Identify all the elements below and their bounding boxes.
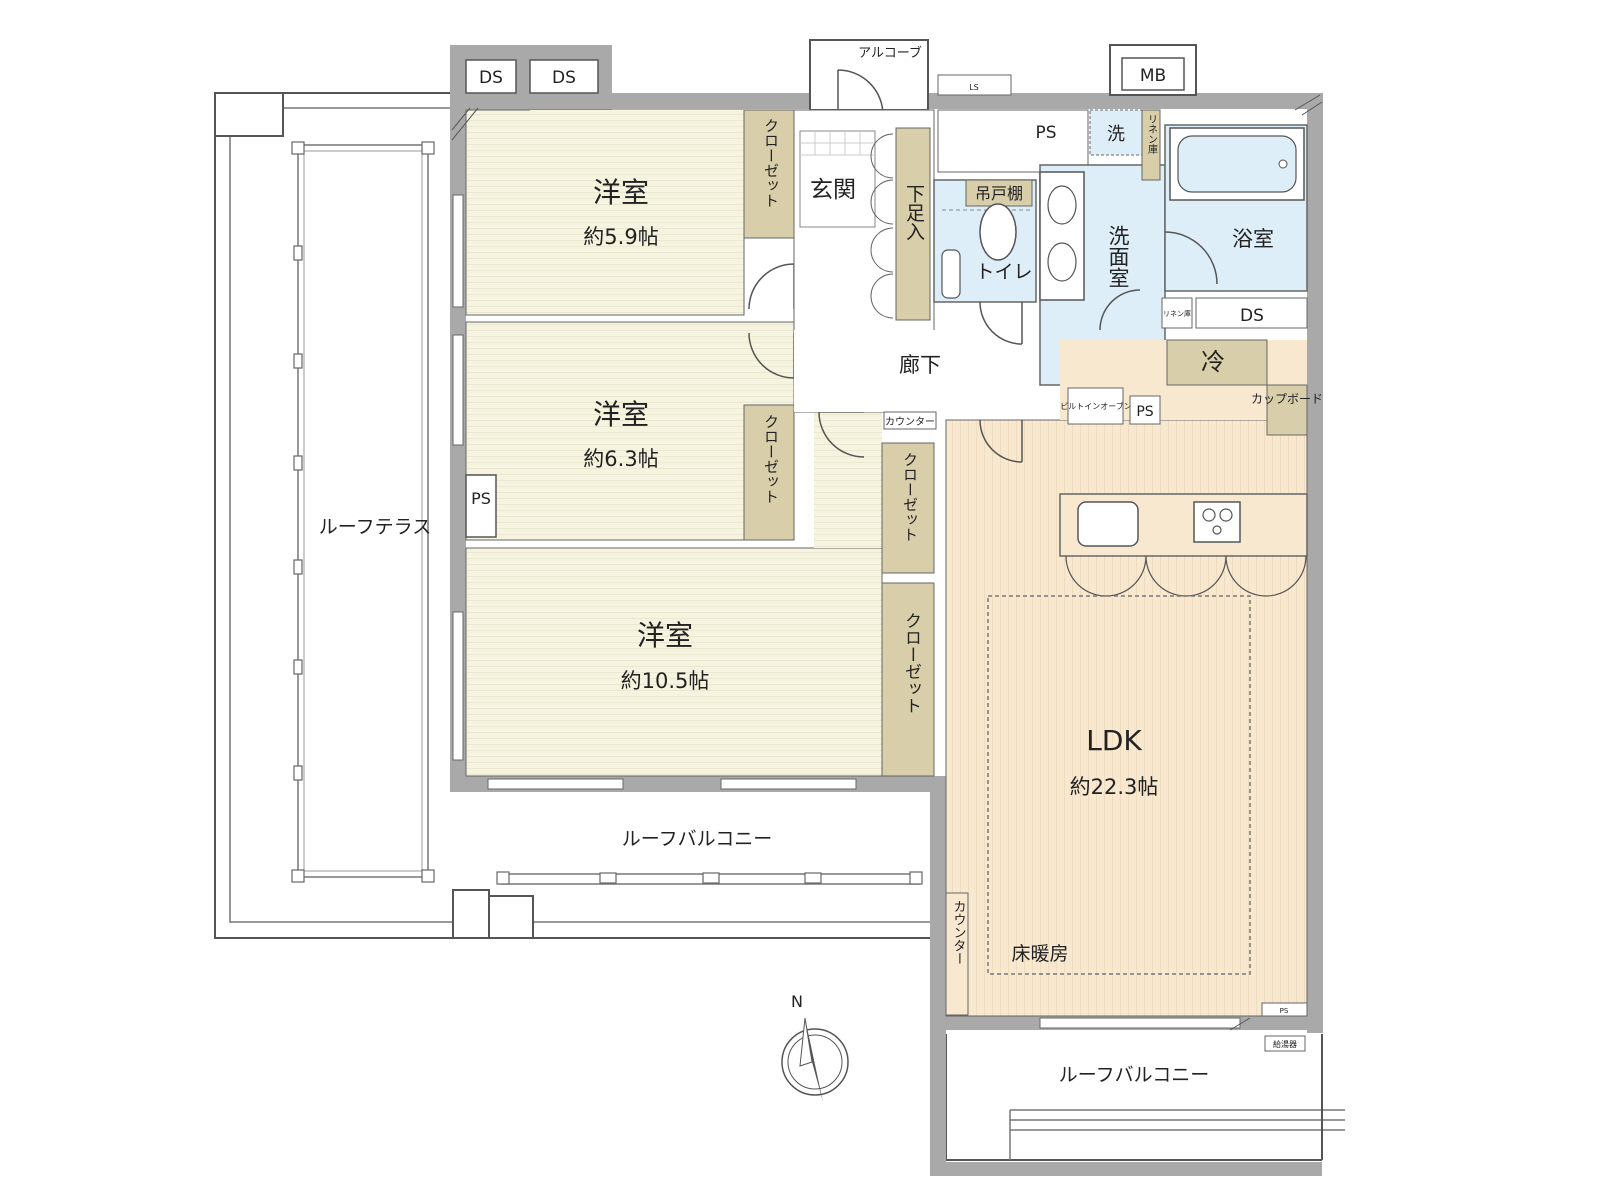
mb-label: MB [1140, 66, 1166, 86]
roof-balcony-bottom-label: ルーフバルコニー [1059, 1064, 1209, 1086]
ls-label: LS [969, 83, 979, 92]
bedroom-3: クローゼット クローゼット 洋室 約10.5帖 [465, 410, 935, 777]
toilet-label: トイレ [975, 261, 1032, 283]
alcove-label: アルコーブ [858, 45, 922, 61]
cupboard-label: カップボード [1251, 392, 1323, 406]
bathroom: 浴室 [1164, 124, 1308, 292]
bedroom-1-size: 約5.9帖 [583, 225, 658, 249]
ps-label-5: PS [1280, 1007, 1289, 1015]
ds-box-2 [529, 59, 599, 94]
ds-label-1: DS [479, 68, 503, 88]
windows-left [452, 194, 1241, 1029]
entrance-hall: 玄関 下足入 廊下 カウンター [793, 109, 1054, 430]
ps-label-2: PS [471, 489, 491, 508]
bedroom-1-name: 洋室 [593, 176, 649, 209]
bathroom-label: 浴室 [1232, 227, 1274, 251]
closet-label-2: クローゼット [762, 414, 780, 504]
hallway-label: 廊下 [899, 353, 941, 377]
bedroom-3-size: 約10.5帖 [621, 669, 710, 693]
ldk-size: 約22.3帖 [1070, 775, 1159, 799]
closet-label-4: クローゼット [901, 612, 921, 714]
counter-label-2: カウンター [951, 900, 966, 965]
cupboard-label-line: カップボード [1251, 392, 1323, 406]
compass-north-label: N [791, 992, 803, 1011]
floor-heating-label: 床暖房 [1011, 943, 1068, 965]
roof-balcony-top-label: ルーフバルコニー [622, 828, 772, 850]
mb-box [1121, 57, 1185, 91]
compass: N [781, 992, 849, 1102]
ldk: 冷 カップボード ビルトインオーブン PS LDK 約22.3帖 床暖房 [945, 339, 1323, 1017]
roof-balcony-bottom: 給湯器 ルーフバルコニー [932, 1030, 1345, 1180]
shoe-closet-label: 下足入 [903, 184, 925, 241]
washroom-label: 洗面室 [1106, 225, 1130, 288]
ps-label-4: PS [1136, 404, 1153, 420]
bedroom-3-name: 洋室 [637, 619, 693, 652]
counter-label-1: カウンター [885, 416, 935, 428]
linen-small-label: リネン庫 [1163, 309, 1191, 318]
closet-label-3: クローゼット [901, 452, 919, 542]
ds-label-3: DS [1240, 306, 1264, 326]
ps-label-3: PS [1035, 123, 1056, 143]
toilet: 吊戸棚 トイレ [933, 179, 1037, 345]
roof-terrace: ルーフテラス [214, 92, 930, 939]
bedroom-2: クローゼット 洋室 約6.3帖 PS [465, 321, 795, 541]
roof-terrace-label: ルーフテラス [319, 516, 431, 538]
closet-label-1: クローゼット [762, 118, 780, 208]
entrance-label: 玄関 [810, 177, 856, 203]
water-heater-label: 給湯器 [1273, 1039, 1297, 1049]
linen-label: リネン庫 [1146, 114, 1158, 155]
ds-box-1 [465, 59, 517, 94]
hanging-shelf-label: 吊戸棚 [975, 184, 1023, 203]
ps-box-2 [465, 474, 497, 538]
oven-label: ビルトインオーブン [1060, 401, 1132, 411]
fridge-label: 冷 [1201, 348, 1225, 376]
corner-hatches [451, 94, 1323, 1031]
bedroom-2-size: 約6.3帖 [583, 447, 658, 471]
bedroom-1: クローゼット 洋室 約5.9帖 [465, 109, 795, 316]
washer-label: 洗 [1107, 124, 1125, 145]
ldk-name: LDK [1086, 724, 1142, 757]
bedroom-2-name: 洋室 [593, 398, 649, 431]
roof-balcony-top: ルーフバルコニー [452, 828, 923, 939]
ds-label-2: DS [552, 68, 576, 88]
